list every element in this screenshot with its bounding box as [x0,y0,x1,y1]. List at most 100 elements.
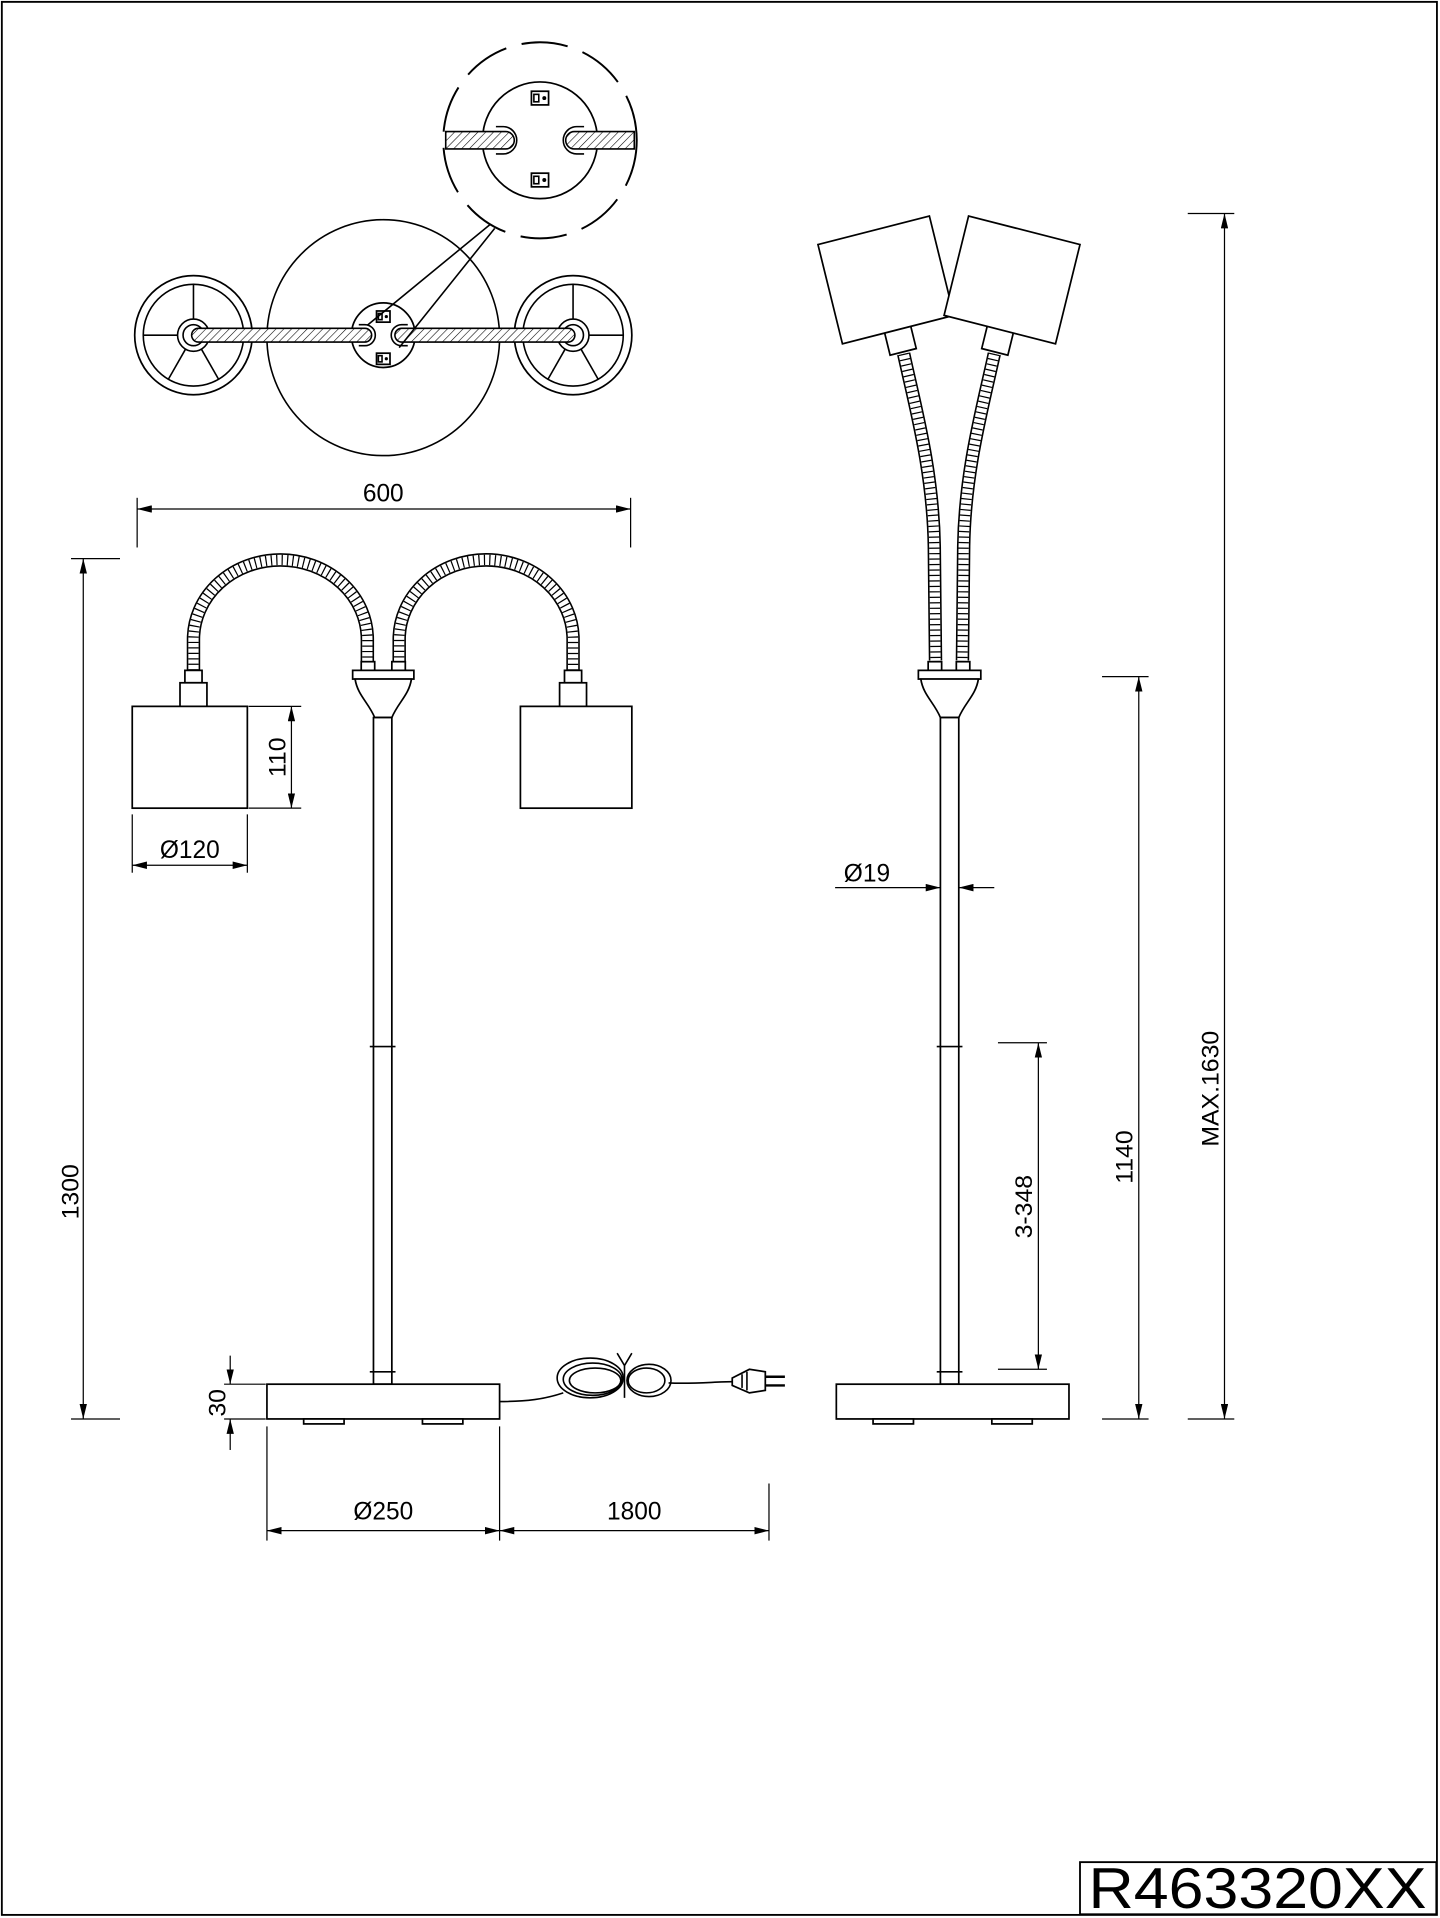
gooseneck-fill [394,554,579,671]
dimension-max-height: MAX.1630 [1187,212,1235,1420]
power-cable [499,1352,785,1403]
dimension-tube-diameter: Ø19 [835,860,995,892]
side-stem [936,716,963,1386]
dimension-label: 30 [204,1389,231,1417]
base-plate [835,1383,1070,1420]
base-foot [302,1418,345,1425]
top-view-left-arm-bore [358,323,377,347]
hub-rim [917,669,982,680]
top-view [133,218,633,457]
socket-outline [375,352,391,366]
side-left-shade [816,214,955,357]
plug-icon [731,1368,785,1394]
gooseneck-fill [188,554,373,671]
detail-view-hub-connection [442,41,638,240]
hub-arm-insert [955,660,971,672]
stem-tube [372,716,393,1386]
dimension-label: Ø19 [844,860,890,887]
dimension-label: 110 [264,737,291,777]
detail-left-arm-bore [495,125,518,155]
front-stem [369,716,396,1386]
front-hub [351,660,415,719]
shade-socket [179,681,208,708]
cable-tie [616,1352,633,1398]
base-foot [872,1418,915,1425]
detail-boundary-dashed-circle [442,41,638,240]
side-right-gooseneck [955,352,1001,661]
front-left-shade [131,669,249,810]
shade-spoke [580,348,599,380]
front-right-gooseneck [392,553,580,671]
hub-arm-insert [390,660,407,672]
shade-body [816,214,955,345]
product-code-box: R463320XX [1079,1858,1438,1918]
cable-segment [499,1392,564,1403]
front-view [131,553,785,1425]
hub-rim [351,669,415,680]
side-base [835,1383,1070,1425]
base-foot [421,1418,464,1425]
shade-collar [563,669,583,684]
socket-contact [377,354,383,363]
dimension-label: 1140 [1112,1130,1139,1183]
dimension-label: 1300 [58,1164,85,1219]
shade-body [131,705,249,810]
socket-dot [542,96,547,101]
dimension-overall-width: 600 [136,480,632,548]
dimension-label: 3-348 [1011,1175,1038,1238]
side-right-shade [943,214,1082,357]
shade-spoke [200,348,220,380]
shade-spoke [547,348,566,380]
side-left-gooseneck [897,352,943,661]
cable-coil-loop [556,1357,625,1399]
cable-coil-loop [562,1362,623,1397]
socket-outline [375,310,391,324]
gooseneck-hatching [898,352,941,661]
cable-coil-loop [626,1363,672,1398]
socket-dot [542,178,547,182]
dimension-label: 600 [363,480,404,507]
dimension-base-height: 30 [204,1355,266,1450]
top-view-socket-bottom-icon [375,352,391,366]
stem-tube [939,716,960,1386]
hub-body [919,678,980,719]
dimension-arm-height: 1300 [58,558,120,1420]
detail-leader-line [366,224,491,326]
shade-body [519,705,633,810]
side-hub [917,660,982,719]
base-foot [990,1418,1034,1425]
socket-dot [384,357,388,361]
front-right-shade [519,669,633,810]
shade-body [943,214,1082,345]
socket-contact [533,93,540,103]
dimension-label: MAX.1630 [1198,1031,1225,1147]
dimension-cable-length: 1800 [499,1483,770,1541]
socket-contact [533,175,540,185]
front-left-gooseneck [186,553,375,671]
cable-coil-loop [568,1367,622,1394]
detail-left-arm-bar [444,130,516,150]
dimension-shade-diameter: Ø120 [131,814,248,873]
side-view [816,214,1082,1425]
detail-socket-top-icon [530,90,550,106]
dimension-base-diameter: Ø250 [266,1426,501,1541]
dimension-label: 1800 [607,1498,661,1525]
front-base [266,1383,501,1425]
shade-collar [184,669,203,684]
plug-body [731,1368,767,1394]
cable-coil-loop [627,1367,666,1394]
product-code: R463320XX [1089,1858,1427,1918]
base-plate [266,1383,501,1420]
cable-segment [668,1380,733,1385]
shade-spoke [167,348,187,380]
gooseneck-hatching [957,352,1000,661]
socket-dot [384,314,388,319]
detail-socket-bottom-icon [530,172,550,188]
dimension-hub-height: 1140 [1102,675,1149,1420]
hub-arm-insert [927,660,943,672]
detail-right-arm-bore [562,125,585,155]
product-code-border [1079,1861,1438,1916]
shade-socket [558,681,588,708]
